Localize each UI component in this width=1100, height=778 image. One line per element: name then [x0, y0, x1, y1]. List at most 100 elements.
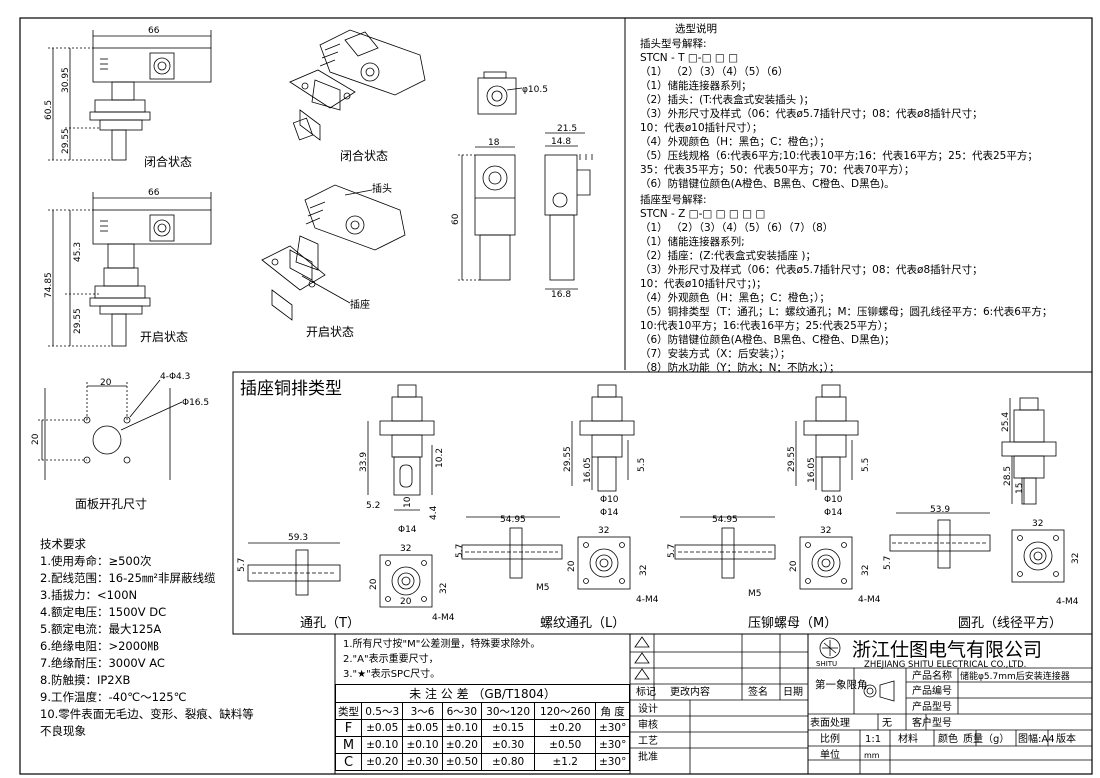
- dim-t-phi14: Φ14: [398, 525, 417, 535]
- company-name: 浙江仕图电气有限公司: [852, 639, 1042, 661]
- label-plug: 插头: [372, 182, 392, 195]
- dim-l-phi10: Φ10: [600, 495, 619, 505]
- tech-item: 10.零件表面无毛边、变形、裂痕、缺料等: [40, 707, 254, 721]
- tol-cell: ±0.80: [480, 753, 536, 771]
- tech-item: 8.防触摸：IP2XB: [40, 673, 131, 687]
- copper-panel-frame: [232, 371, 1093, 635]
- dim-t-4-4: 4.4: [429, 505, 439, 520]
- role-process: 工艺: [638, 735, 658, 747]
- closed-side-view: [48, 30, 212, 161]
- dim-t-59-3: 59.3: [288, 533, 308, 543]
- dim-l-54-95: 54.95: [500, 515, 526, 525]
- tolerance-table: 未 注 公 差 （GB/T1804） 类型 0.5～3 3～6 6～30 30～…: [334, 684, 630, 771]
- role-approve: 批准: [638, 750, 658, 763]
- dim-29-55-b: 29.55: [73, 308, 83, 334]
- dim-r-28-5: 28.5: [1003, 466, 1013, 486]
- dim-m-5-5: 5.5: [861, 458, 871, 472]
- socket-line: （3）外形尺寸及样式（06：代表ø5.7插针尺寸；08：代表ø8插针尺寸；: [640, 264, 983, 276]
- caption-open-left: 开启状态: [140, 330, 188, 344]
- tech-item: 1.使用寿命：≥500次: [40, 554, 152, 568]
- type-m-vertical: [795, 384, 859, 492]
- dim-t-flange-32b: 32: [439, 583, 449, 594]
- tech-item: 7.绝缘耐压：3000V AC: [40, 656, 165, 670]
- tol-cell: ±0.20: [534, 719, 597, 737]
- caption-closed-left: 闭合状态: [144, 154, 192, 169]
- socket-line: （2）插座：(Z:代表盒式安装插座 )；: [640, 250, 816, 262]
- dim-m-16-05: 16.05: [807, 457, 817, 483]
- socket-line: 10：代表ø10插针尺寸；)；: [640, 278, 767, 290]
- surface-label: 表面处理: [810, 716, 850, 729]
- tol-header: 6～30: [441, 702, 483, 720]
- open-iso-view: [261, 184, 406, 321]
- side-views: [458, 132, 593, 290]
- plug-header: 插头型号解释:: [640, 38, 707, 50]
- tol-cell: ±0.15: [480, 719, 536, 737]
- color-label: 颜色: [938, 732, 958, 745]
- plug-line: 10：代表ø10插针尺寸）；: [640, 122, 763, 134]
- product-model-label: 产品型号: [912, 700, 952, 713]
- company-en: ZHEJIANG SHITU ELECTRICAL CO.,LTD.: [864, 660, 1026, 670]
- plug-line: （2）插头：(T:代表盒式安装插头 )；: [640, 94, 815, 106]
- product-name-label: 产品名称: [912, 669, 952, 682]
- plug-line: （6）防错键位颜色(A橙色、B黑色、C橙色、D黑色)。: [640, 178, 895, 190]
- type-r-vertical: [1001, 397, 1057, 505]
- tol-header: 0.5～3: [361, 702, 404, 720]
- dim-l-phi14: Φ14: [600, 508, 619, 518]
- flange-views: [379, 529, 1065, 608]
- selection-title: 选型说明: [675, 23, 717, 35]
- tech-item: 9.工作温度：-40℃～125℃: [40, 690, 187, 704]
- dim-18: 18: [488, 138, 500, 148]
- dim-t-flange-20b: 20: [400, 597, 412, 607]
- scale-label: 比例: [820, 732, 840, 745]
- dim-21-5: 21.5: [557, 124, 577, 134]
- dim-60-5: 60.5: [44, 100, 54, 120]
- dim-45-3: 45.3: [73, 242, 83, 262]
- dim-60: 60: [451, 213, 461, 225]
- tech-item: 不良现象: [40, 724, 86, 738]
- dim-l-16-05: 16.05: [583, 457, 593, 483]
- plug-code: STCN - T □-□ □ □: [640, 52, 739, 64]
- dim-l-flange-20: 20: [567, 560, 577, 572]
- dim-l-29-55: 29.55: [563, 446, 573, 472]
- plug-line: （3）外形尺寸及样式（06：代表ø5.7插针尺寸；08：代表ø8插针尺寸；: [640, 108, 983, 120]
- tol-cell: ±0.50: [441, 753, 483, 771]
- dim-m-phi14: Φ14: [824, 508, 843, 518]
- plug-line: （5）压线规格（6:代表6平方;10:代表10平方;16：代表16平方；25：代…: [640, 150, 1038, 162]
- tech-item: 4.额定电压：1500V DC: [40, 605, 167, 619]
- dim-30-95: 30.95: [61, 67, 71, 93]
- socket-line: （8）防水功能（Y：防水；N：不防水；）；: [640, 362, 840, 374]
- dim-l-flange-32b: 32: [639, 565, 649, 576]
- type-label-r: 圆孔（线径平方）: [958, 615, 1062, 631]
- dim-m-29-55: 29.55: [787, 446, 797, 472]
- scale-value: 1:1: [865, 734, 881, 745]
- socket-line: （6）防错键位颜色(A橙色、B黑色、C橙色、D黑色)；: [640, 334, 895, 346]
- dim-panel-4-holes: 4-Φ4.3: [160, 372, 190, 382]
- dim-r-25-4: 25.4: [1001, 412, 1011, 432]
- dim-l-flange-32: 32: [598, 526, 609, 536]
- dim-r-53-9: 53.9: [930, 505, 950, 515]
- revision-block: 标记 更改内容 签名 日期 设计 审核 工艺 批准: [630, 634, 808, 774]
- tol-cell: ±30°: [595, 753, 630, 771]
- tolerance-title: 未 注 公 差 （GB/T1804）: [335, 684, 630, 703]
- rev-header: 日期: [783, 686, 803, 698]
- tech-item: 5.额定电流：最大125A: [40, 622, 162, 636]
- unit-value: mm: [864, 751, 880, 760]
- rev-header: 签名: [748, 685, 768, 698]
- front-view: [477, 71, 523, 115]
- tol-cell: ±0.20: [361, 753, 404, 771]
- socket-line: （7）安装方式（X：后安装；）；: [640, 348, 791, 360]
- dim-panel-phi-16-5: Φ16.5: [182, 398, 209, 408]
- surface-value: 无: [882, 718, 892, 729]
- unit-label: 单位: [820, 748, 840, 761]
- dim-m-5-7: 5.7: [667, 544, 677, 558]
- tol-cell: ±0.10: [441, 719, 483, 737]
- product-name-value: 储能φ5.7mm后安装连接器: [960, 670, 1070, 682]
- dim-t-5-2: 5.2: [366, 501, 380, 511]
- dim-14-8: 14.8: [551, 137, 571, 147]
- dim-l-4-m4: 4-M4: [636, 595, 659, 605]
- dim-l-m5: M5: [536, 583, 550, 593]
- role-design: 设计: [638, 702, 658, 715]
- socket-idx: （1） （2）（3）（4）（5）（6）（7）（8）: [640, 222, 834, 234]
- type-l-vertical: [571, 384, 635, 492]
